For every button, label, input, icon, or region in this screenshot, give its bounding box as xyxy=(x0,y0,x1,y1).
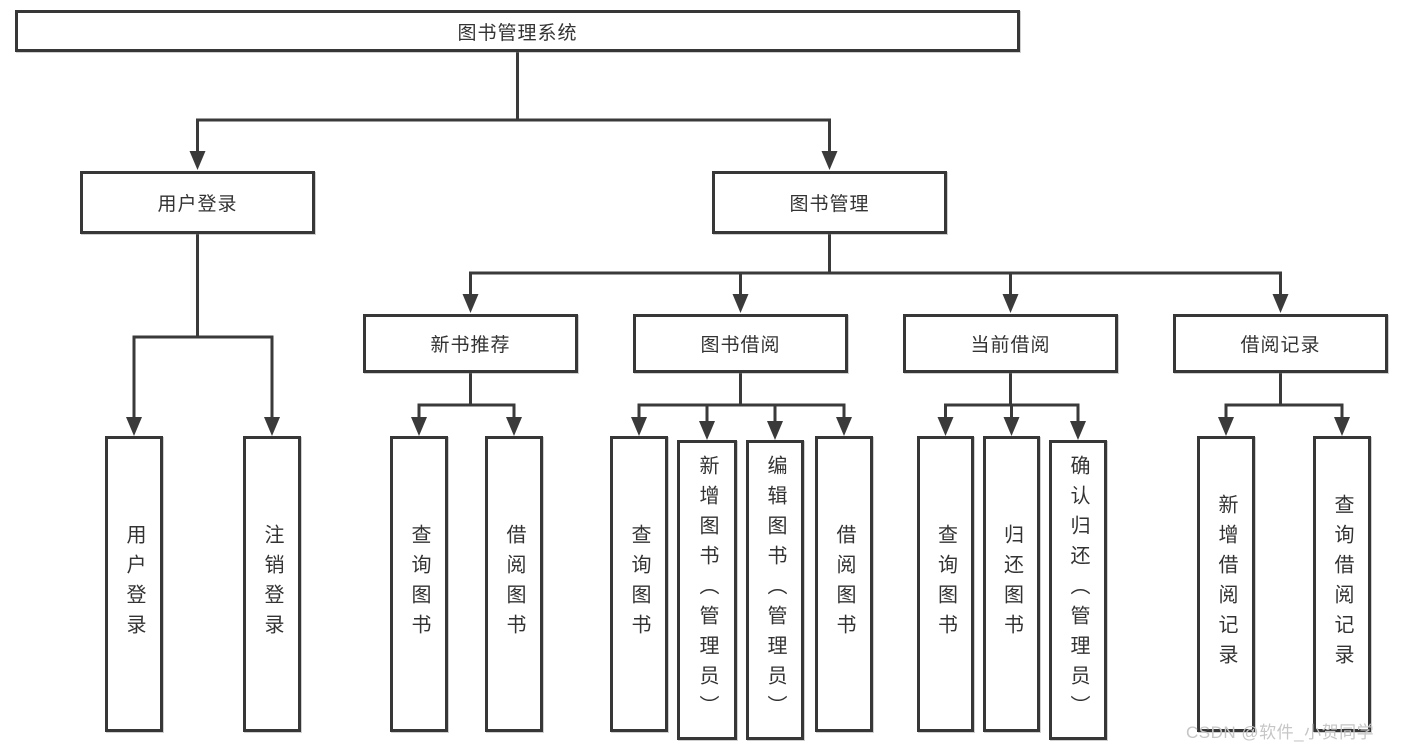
leaf-logout-label: 注销登录 xyxy=(261,524,283,644)
leaf-query-book-label: 查询图书 xyxy=(408,524,430,644)
leaf-query-book: 查询图书 xyxy=(610,436,668,732)
node-book-management: 图书管理 xyxy=(712,171,947,234)
leaf-borrow-book-label: 借阅图书 xyxy=(503,524,525,644)
node-borrowing-records: 借阅记录 xyxy=(1173,314,1388,373)
leaf-logout: 注销登录 xyxy=(243,436,301,732)
node-book-borrowing: 图书借阅 xyxy=(633,314,848,373)
leaf-query-book-label: 查询图书 xyxy=(934,524,957,644)
node-user-login: 用户登录 xyxy=(80,171,315,234)
node-new-book-recommendation-label: 新书推荐 xyxy=(430,335,511,356)
leaf-query-book-label: 查询图书 xyxy=(628,524,650,644)
node-root-label: 图书管理系统 xyxy=(457,22,578,44)
leaf-query-borrow-record: 查询借阅记录 xyxy=(1313,436,1371,732)
leaf-query-book: 查询图书 xyxy=(917,436,974,732)
leaf-add-borrow-record-label: 新增借阅记录 xyxy=(1215,494,1237,674)
node-current-borrowing: 当前借阅 xyxy=(903,314,1118,373)
leaf-edit-book-admin-label: 编辑图书（管理员） xyxy=(764,455,786,725)
leaf-user-login: 用户登录 xyxy=(105,436,163,732)
leaf-query-borrow-record-label: 查询借阅记录 xyxy=(1331,494,1353,674)
node-root-system: 图书管理系统 xyxy=(15,10,1020,52)
leaf-return-book: 归还图书 xyxy=(983,436,1040,732)
node-borrowing-records-label: 借阅记录 xyxy=(1240,335,1321,356)
csdn-watermark: CSDN @软件_小贺同学 xyxy=(1186,723,1375,742)
leaf-user-login-label: 用户登录 xyxy=(123,524,145,644)
leaf-borrow-book-label: 借阅图书 xyxy=(833,524,855,644)
leaf-borrow-book: 借阅图书 xyxy=(815,436,873,732)
node-book-management-label: 图书管理 xyxy=(789,194,870,215)
node-new-book-recommendation: 新书推荐 xyxy=(363,314,578,373)
node-current-borrowing-label: 当前借阅 xyxy=(970,335,1051,356)
leaf-confirm-return-admin-label: 确认归还（管理员） xyxy=(1067,455,1089,725)
node-book-borrowing-label: 图书借阅 xyxy=(700,335,781,356)
leaf-borrow-book: 借阅图书 xyxy=(485,436,543,732)
leaf-add-book-admin: 新增图书（管理员） xyxy=(677,440,737,740)
leaf-return-book-label: 归还图书 xyxy=(1000,524,1023,644)
leaf-add-book-admin-label: 新增图书（管理员） xyxy=(696,455,718,725)
node-user-login-label: 用户登录 xyxy=(157,194,238,215)
leaf-add-borrow-record: 新增借阅记录 xyxy=(1197,436,1255,732)
leaf-confirm-return-admin: 确认归还（管理员） xyxy=(1049,440,1107,740)
leaf-edit-book-admin: 编辑图书（管理员） xyxy=(746,440,804,740)
leaf-query-book: 查询图书 xyxy=(390,436,448,732)
